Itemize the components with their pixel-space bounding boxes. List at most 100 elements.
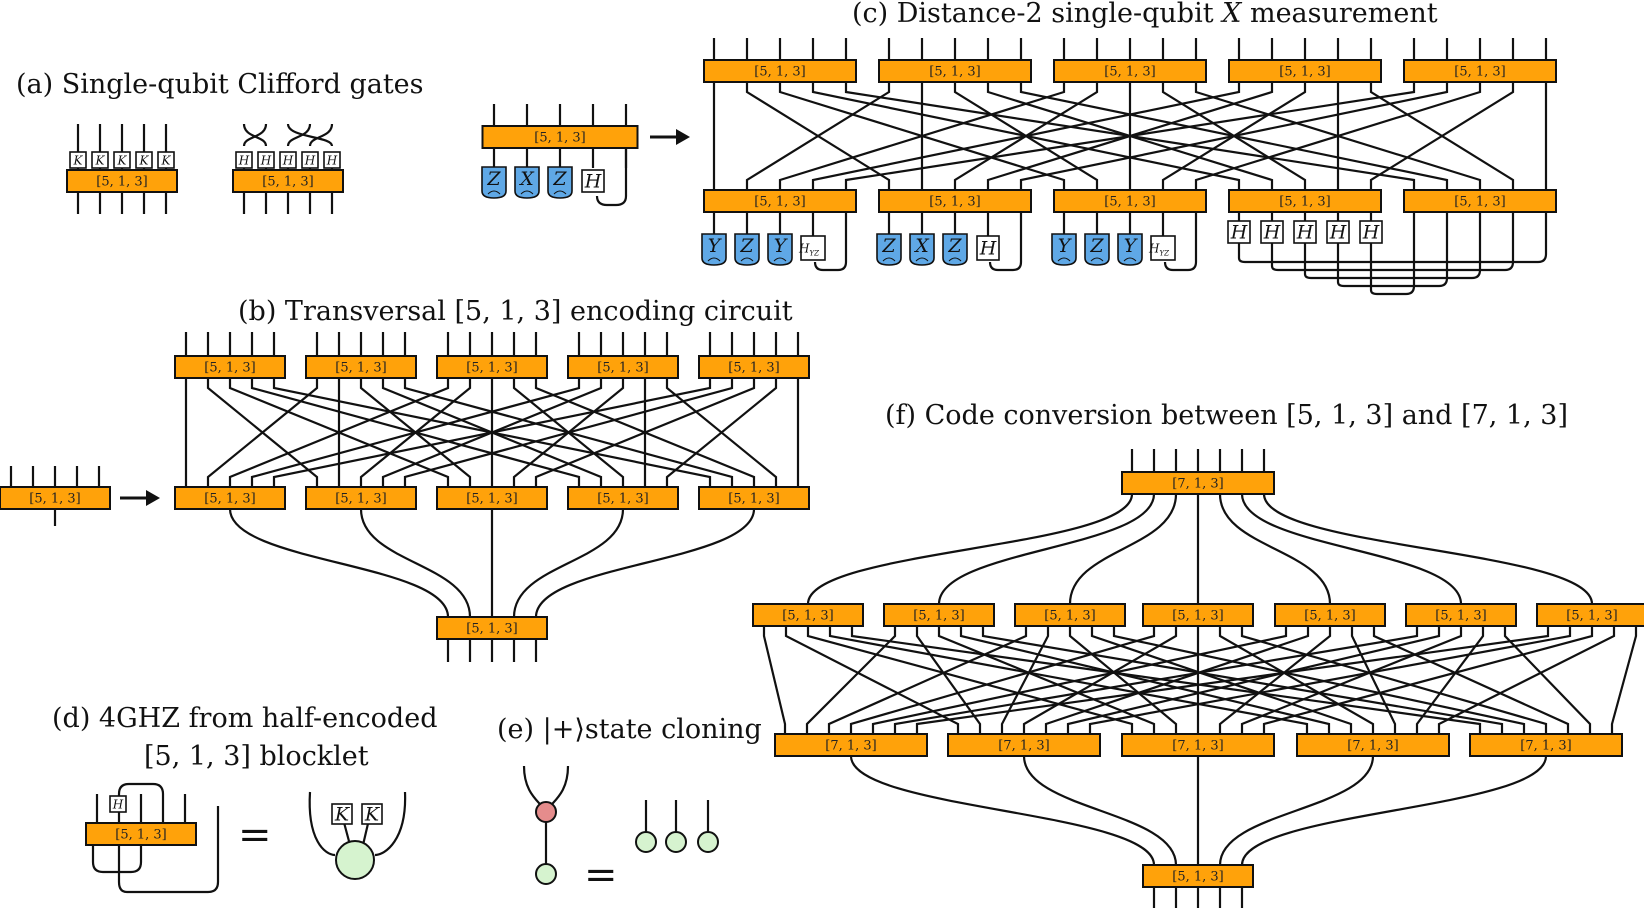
conversion-wire: [1044, 626, 1310, 734]
code-block-box: [698, 355, 810, 379]
code-block-label: [5, 1, 3]: [929, 195, 981, 210]
measurement-gate: Y: [767, 233, 793, 266]
conversion-wire: [1350, 626, 1397, 734]
clifford-block: [5, 1, 3]: [232, 169, 344, 193]
code-block-box: [1536, 603, 1644, 627]
encoding-wire: [665, 378, 778, 487]
ghz-wire: [374, 791, 407, 857]
measurement-gate: Z: [876, 233, 902, 266]
code-block-label: [5, 1, 3]: [1435, 609, 1487, 624]
gate-main: H: [798, 242, 810, 256]
measurement-gate: X: [909, 233, 935, 266]
code-block-label: [5, 1, 3]: [204, 361, 256, 376]
middle-513-block: [5, 1, 3]: [1274, 603, 1386, 627]
ghz-wire: [308, 791, 336, 857]
misc-layer: ==: [120, 129, 690, 898]
conversion-wire: [806, 626, 1134, 734]
loop-wire: [1369, 212, 1416, 296]
gate-box: [800, 235, 826, 261]
code-block-box: [878, 59, 1032, 83]
encoding-wire: [844, 82, 1416, 190]
top-713-block: [7, 1, 3]: [1121, 471, 1275, 495]
gate-box: [235, 151, 253, 169]
code-block-box: [1274, 603, 1386, 627]
gate-box: [1260, 220, 1284, 244]
code-block-label: [5, 1, 3]: [466, 492, 518, 507]
top-block: [5, 1, 3]: [1403, 59, 1557, 83]
meter-arc: [882, 257, 896, 262]
gate-box: [113, 151, 131, 169]
input-measurement: X: [514, 166, 540, 199]
conversion-wire: [1000, 626, 1050, 734]
gate-box: [109, 795, 127, 813]
meter-arc: [520, 190, 534, 195]
top-block: [5, 1, 3]: [305, 355, 417, 379]
conversion-wire: [828, 626, 1309, 734]
panel-b-title: (b) Transversal [5, 1, 3] encoding circu…: [238, 296, 793, 327]
code-block-label: [5, 1, 3]: [1304, 609, 1356, 624]
conversion-wire: [1240, 626, 1463, 734]
conversion-wire: [915, 626, 1550, 734]
conversion-wire: [849, 626, 1156, 734]
gate-box: [135, 151, 153, 169]
k-gate: K: [91, 151, 109, 169]
measurement-box: [734, 233, 760, 266]
middle-713-block: [7, 1, 3]: [947, 733, 1101, 757]
meter-arc: [487, 190, 501, 195]
merge-wire: [534, 508, 756, 618]
gate-box: [1150, 235, 1176, 261]
h-gate: H: [235, 151, 253, 169]
measurement-label: Z: [1089, 235, 1104, 257]
code-block-box: [1053, 59, 1207, 83]
gate-label: K: [161, 154, 172, 168]
gate-box: [1293, 220, 1317, 244]
gate-label: K: [117, 154, 128, 168]
panel-d-title-line2: [5, 1, 3] blocklet: [144, 741, 369, 772]
conversion-wire: [871, 626, 1288, 734]
code-block-box: [1403, 189, 1557, 213]
code-block-label: [7, 1, 3]: [1520, 739, 1572, 754]
conversion-wire: [1218, 626, 1375, 734]
conversion-wire: [1090, 626, 1353, 734]
encoding-wire: [272, 378, 712, 487]
conversion-wire: [1437, 626, 1616, 734]
gate-box: [323, 151, 341, 169]
h-gate: H: [976, 235, 1000, 261]
code-block-box: [1014, 603, 1126, 627]
code-block-label: [5, 1, 3]: [929, 65, 981, 80]
top-block: [5, 1, 3]: [1228, 59, 1382, 83]
code-block-box: [85, 822, 197, 846]
measurement-label: Z: [739, 235, 754, 257]
measurement-label: Z: [486, 168, 501, 190]
code-block-label: [5, 1, 3]: [1104, 65, 1156, 80]
gate-label: H: [326, 154, 338, 168]
bottom-block: [5, 1, 3]: [1403, 189, 1557, 213]
meter-arc: [1090, 257, 1104, 262]
code-block-box: [174, 355, 286, 379]
code-block-label: [5, 1, 3]: [597, 361, 649, 376]
half-encoded-block: [5, 1, 3]: [85, 822, 197, 846]
code-block-box: [1405, 603, 1517, 627]
measurement-box: [1117, 233, 1143, 266]
equals-sign-d: =: [238, 812, 272, 858]
code-block-box: [947, 733, 1101, 757]
h-gate: H: [257, 151, 275, 169]
conversion-wire: [1112, 626, 1526, 734]
measurement-box: [514, 166, 540, 199]
ghz-node: [335, 840, 375, 880]
loop-wire: [595, 148, 628, 207]
gate-box: [301, 151, 319, 169]
permuted-wire: [242, 123, 268, 147]
code-block-label: [5, 1, 3]: [754, 195, 806, 210]
code-block-box: [0, 486, 111, 510]
conversion-wire: [893, 626, 1419, 734]
code-block-label: [5, 1, 3]: [29, 492, 81, 507]
conversion-wire: [806, 493, 1134, 605]
panel-e-title-ket: |+⟩: [543, 714, 585, 745]
code-block-label: [5, 1, 3]: [728, 492, 780, 507]
meter-arc: [948, 257, 962, 262]
input-h-gate: H: [581, 169, 605, 193]
encoding-wire: [206, 378, 319, 487]
cloned-node: [697, 831, 719, 853]
encoding-wire: [228, 378, 450, 487]
